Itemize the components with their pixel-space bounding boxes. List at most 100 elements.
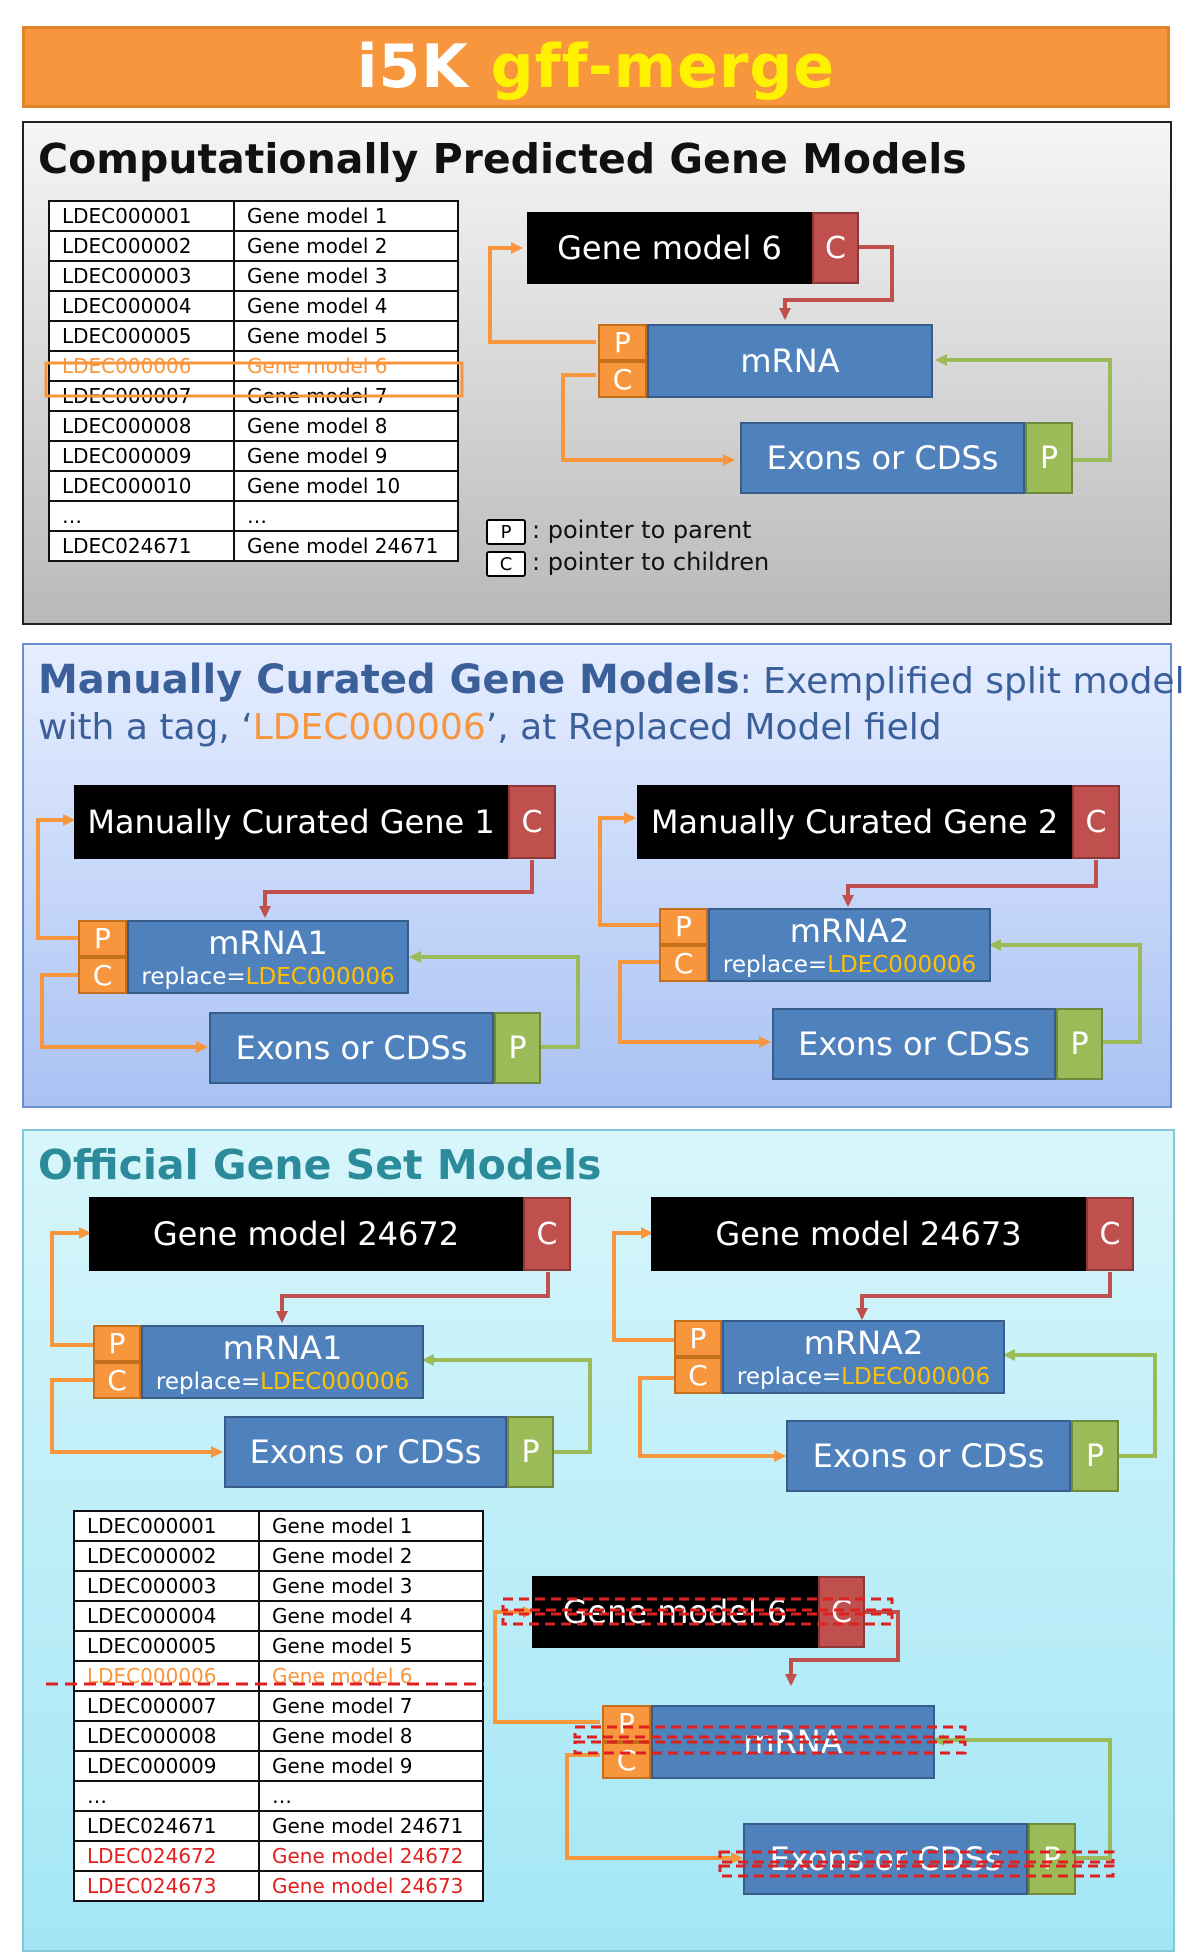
- gene-name-cell: Gene model 24672: [258, 1840, 484, 1872]
- gene-name-cell: Gene model 10: [233, 470, 459, 502]
- gene-name-cell: …: [233, 500, 459, 532]
- gene-model-24672-box: Gene model 24672: [89, 1197, 523, 1271]
- parent-pointer: P: [494, 1012, 541, 1084]
- exons-box: Exons or CDSs: [224, 1416, 507, 1488]
- gene-id-cell: LDEC000004: [73, 1600, 260, 1632]
- gene-name-cell: Gene model 2: [233, 230, 459, 262]
- children-pointer: C: [812, 212, 859, 284]
- parent-pointer: P: [1056, 1008, 1103, 1080]
- gene-name-cell: Gene model 1: [233, 200, 459, 232]
- children-pointer: C: [659, 945, 708, 982]
- gene-id-cell: LDEC000004: [48, 290, 235, 322]
- children-pointer: C: [93, 1362, 141, 1399]
- title-suffix: gff-merge: [490, 32, 836, 102]
- gene-name-cell: Gene model 24671: [233, 530, 459, 562]
- gene-id-cell: LDEC000003: [48, 260, 235, 292]
- parent-pointer: P: [1071, 1420, 1119, 1492]
- section-title: Computationally Predicted Gene Models: [38, 135, 967, 183]
- gene-id-cell: LDEC000009: [73, 1750, 260, 1782]
- parent-pointer: P: [507, 1416, 554, 1488]
- removed-diagram-strikes: [501, 1597, 1115, 1878]
- gene-id-cell: LDEC000009: [48, 440, 235, 472]
- predicted-models-panel: Computationally Predicted Gene Models LD…: [22, 121, 1172, 625]
- mrna-box: mRNA: [647, 324, 933, 398]
- legend-key-children: C: [486, 551, 526, 577]
- gene-name-cell: Gene model 1: [258, 1510, 484, 1542]
- gene-name-cell: …: [258, 1780, 484, 1812]
- children-pointer: C: [602, 1742, 651, 1779]
- gene-id-cell: LDEC000001: [73, 1510, 260, 1542]
- exons-box: Exons or CDSs: [740, 422, 1025, 494]
- gene-name-cell: Gene model 8: [258, 1720, 484, 1752]
- parent-pointer: P: [598, 324, 647, 361]
- legend-text-parent: : pointer to parent: [532, 516, 752, 544]
- highlighted-row-frame: [44, 361, 464, 398]
- gene-box: Gene model 6: [527, 212, 812, 284]
- gene-id-cell: LDEC000002: [73, 1540, 260, 1572]
- gene-id-cell: LDEC024671: [73, 1810, 260, 1842]
- gene-id-cell: LDEC024673: [73, 1870, 260, 1902]
- replaced-tag: LDEC000006: [252, 707, 486, 748]
- children-pointer: C: [674, 1357, 722, 1394]
- children-pointer: C: [523, 1197, 571, 1271]
- curated-gene-2-box: Manually Curated Gene 2: [637, 785, 1072, 859]
- parent-pointer: P: [674, 1320, 722, 1357]
- gene-id-cell: LDEC024672: [73, 1840, 260, 1872]
- section-title: Official Gene Set Models: [38, 1141, 602, 1189]
- gene-name-cell: Gene model 3: [258, 1570, 484, 1602]
- gene-name-cell: Gene model 3: [233, 260, 459, 292]
- gene-name-cell: Gene model 9: [233, 440, 459, 472]
- gene-name-cell: Gene model 5: [233, 320, 459, 352]
- children-pointer: C: [508, 785, 556, 859]
- removed-exons-box: Exons or CDSs: [743, 1823, 1028, 1895]
- gene-name-cell: Gene model 24671: [258, 1810, 484, 1842]
- gene-id-cell: …: [48, 500, 235, 532]
- parent-pointer: P: [1028, 1823, 1076, 1895]
- table-row: ……: [73, 1780, 484, 1812]
- table-row: ……: [48, 500, 459, 532]
- gene-model-24673-box: Gene model 24673: [651, 1197, 1086, 1271]
- title-prefix: i5K: [356, 32, 469, 102]
- legend-key-parent: P: [486, 519, 526, 545]
- gene-name-cell: Gene model 7: [258, 1690, 484, 1722]
- gene-id-cell: LDEC000003: [73, 1570, 260, 1602]
- gene-id-cell: LDEC000006: [48, 350, 235, 382]
- section-subtitle-2: with a tag, ‘LDEC000006’, at Replaced Mo…: [38, 707, 942, 748]
- gene-id-cell: LDEC000001: [48, 200, 235, 232]
- gene-name-cell: Gene model 4: [233, 290, 459, 322]
- gene-id-cell: LDEC000005: [48, 320, 235, 352]
- gene-name-cell: Gene model 5: [258, 1630, 484, 1662]
- children-pointer: C: [598, 361, 647, 398]
- gene-id-cell: …: [73, 1780, 260, 1812]
- section-title: Manually Curated Gene Models: [38, 657, 740, 703]
- gene-id-cell: LDEC000005: [73, 1630, 260, 1662]
- children-pointer: C: [818, 1576, 865, 1648]
- exons-box: Exons or CDSs: [772, 1008, 1056, 1080]
- gene-name-cell: Gene model 8: [233, 410, 459, 442]
